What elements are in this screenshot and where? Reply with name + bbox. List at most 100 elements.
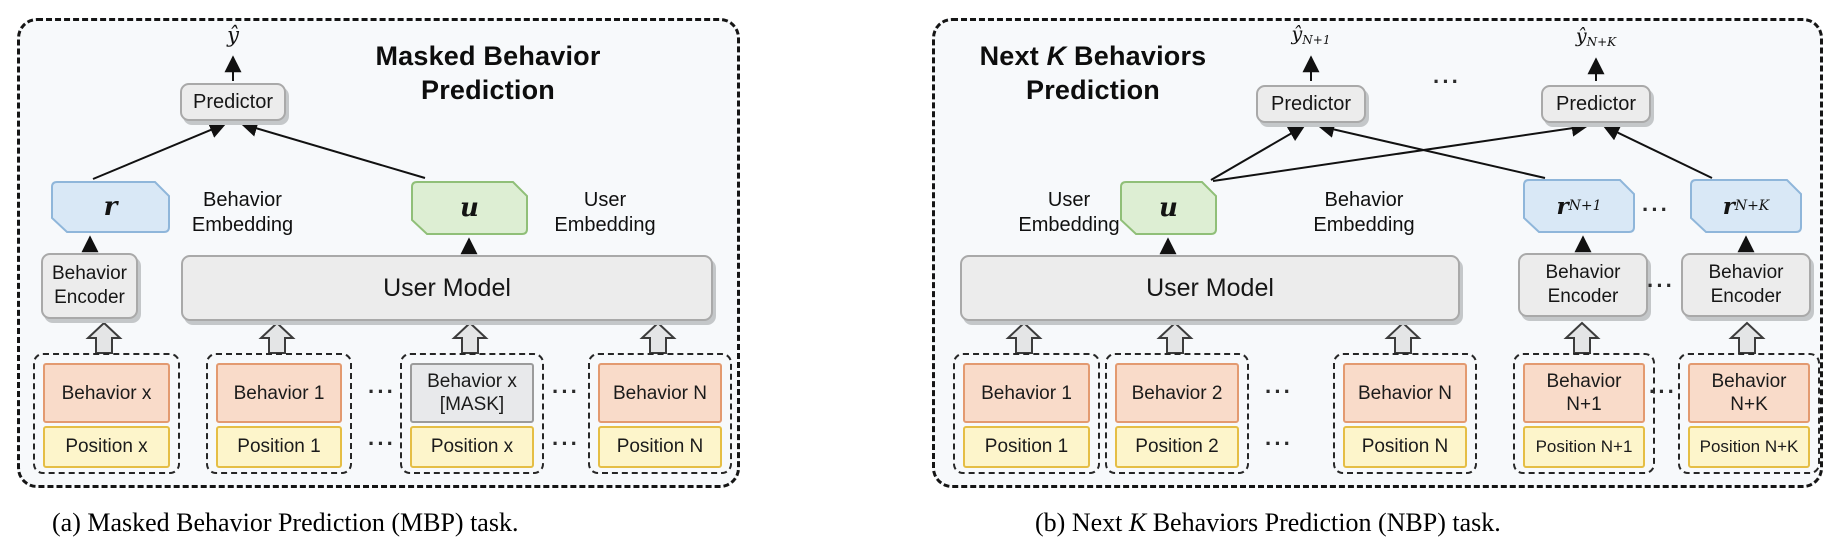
- nbp-title-post: Behaviors: [1066, 41, 1207, 71]
- behavior-box-line2: N+K: [1730, 394, 1768, 415]
- ellipsis: ···: [368, 431, 396, 456]
- mbp-input-group-1: Behavior 1 Position 1: [206, 353, 352, 474]
- nbp-title-line1: Next K Behaviors: [963, 39, 1223, 73]
- position-box: Position 1: [963, 426, 1090, 468]
- mbp-title-line2: Prediction: [420, 75, 556, 105]
- ellipsis: ···: [368, 379, 396, 404]
- block-arrow: [258, 321, 296, 354]
- behavior-box: Behavior 2: [1115, 363, 1239, 423]
- mbp-title: Masked Behavior Prediction: [358, 39, 618, 107]
- behavior-encoder-line1: Behavior: [52, 263, 127, 284]
- behavior-mask-line2: [MASK]: [439, 394, 505, 415]
- nbp-title-k: K: [1046, 41, 1067, 71]
- position-box-label: Position x: [65, 436, 148, 457]
- ellipsis: ···: [1265, 431, 1293, 456]
- ellipsis: ···: [1647, 273, 1675, 298]
- behavior-embedding-line2: Embedding: [191, 214, 294, 236]
- position-box: Position N: [1343, 426, 1467, 468]
- mbp-behavior-embedding-label: Behavior Embedding: [180, 188, 305, 238]
- mbp-r-symbol: r: [103, 192, 118, 222]
- behavior-embedding-line1: Behavior: [203, 189, 282, 211]
- r-tag-shape: [51, 181, 170, 233]
- behavior-mask-line1: Behavior x: [427, 371, 517, 392]
- position-box-label: Position N+1: [1535, 437, 1633, 456]
- mbp-input-group-x: Behavior x Position x: [33, 353, 180, 474]
- r2-sub: N+K: [1734, 198, 1770, 214]
- user-embedding-line2: Embedding: [1018, 214, 1120, 236]
- caption-nbp-pre: (b) Next: [1035, 508, 1129, 537]
- user-embedding-line1: User: [583, 189, 627, 211]
- behavior-embedding-line1: Behavior: [1324, 189, 1404, 211]
- nbp-yhat2-label: ŷN+K: [1556, 25, 1636, 49]
- mbp-user-embedding-label: User Embedding: [535, 188, 675, 238]
- mbp-r-embedding-tag: r: [51, 181, 170, 233]
- behavior-box: Behavior 1: [216, 363, 342, 423]
- position-box-label: Position N+K: [1699, 437, 1799, 456]
- position-box-label: Position 1: [984, 436, 1069, 457]
- r-tag-shape: [1523, 179, 1635, 233]
- nbp-predictor1-label: Predictor: [1270, 92, 1352, 115]
- block-arrow: [1156, 321, 1194, 354]
- behavior-box: Behavior x: [43, 363, 170, 423]
- r-tag-shape: [1690, 179, 1802, 233]
- nbp-input-group-1: Behavior 1 Position 1: [953, 353, 1100, 474]
- behavior-box: Behavior N: [598, 363, 722, 423]
- mbp-user-model-label: User Model: [383, 273, 511, 302]
- r1-base: r: [1556, 192, 1569, 220]
- position-box-label: Position N: [616, 436, 704, 457]
- edge-r2-to-predictor2: [1602, 124, 1713, 179]
- behavior-box-line1: Behavior: [1711, 371, 1787, 392]
- position-box: Position 2: [1115, 426, 1239, 468]
- mbp-yhat-label: ŷ: [227, 23, 239, 47]
- behavior-encoder-line1: Behavior: [1708, 262, 1784, 283]
- mbp-predictor-label: Predictor: [192, 90, 274, 113]
- position-box: Position N+K: [1688, 426, 1810, 468]
- behavior-embedding-line2: Embedding: [1313, 214, 1415, 236]
- mbp-input-group-n: Behavior N Position N: [588, 353, 732, 474]
- behavior-box-label: Behavior 1: [233, 382, 325, 404]
- position-box: Position 1: [216, 426, 342, 468]
- yhat2-sub: N+K: [1586, 35, 1617, 49]
- yhat2-base: ŷ: [1575, 25, 1587, 47]
- behavior-box-label: Behavior N: [613, 382, 707, 404]
- block-arrow: [1728, 321, 1766, 354]
- edge-r-to-predictor: [92, 122, 227, 180]
- behavior-box-label: Behavior 2: [1131, 382, 1223, 404]
- user-embedding-line1: User: [1047, 189, 1091, 211]
- panel-mbp: Masked Behavior Prediction ŷ Predictor r…: [17, 18, 740, 488]
- edge-u-to-predictor1: [1210, 125, 1306, 181]
- edge-r1-to-predictor1: [1317, 121, 1546, 179]
- position-box-label: Position x: [430, 436, 514, 457]
- behavior-encoder-line2: Encoder: [1547, 286, 1619, 307]
- nbp-user-embedding-label: User Embedding: [999, 188, 1139, 238]
- nbp-u-symbol: u: [1159, 193, 1178, 223]
- nbp-input-group-n: Behavior N Position N: [1333, 353, 1477, 474]
- behavior-box-label: Behavior N: [1358, 382, 1452, 404]
- position-box-label: Position 1: [237, 436, 321, 457]
- behavior-encoder-line2: Encoder: [1710, 286, 1782, 307]
- nbp-input-group-n1: Behavior N+1 Position N+1: [1513, 353, 1655, 474]
- user-embedding-line2: Embedding: [554, 214, 656, 236]
- nbp-behavior-encoder2-box: Behavior Encoder: [1681, 253, 1811, 317]
- mbp-title-line1: Masked Behavior: [375, 41, 601, 71]
- position-box: Position x: [410, 426, 534, 468]
- nbp-title-pre: Next: [979, 41, 1047, 71]
- position-box: Position x: [43, 426, 170, 468]
- caption-nbp-k: K: [1128, 508, 1147, 537]
- block-arrow: [451, 321, 489, 354]
- r1-sub: N+1: [1568, 198, 1602, 214]
- nbp-input-group-nk: Behavior N+K Position N+K: [1678, 353, 1820, 474]
- edge-u-to-predictor2: [1212, 119, 1589, 182]
- edge-u-to-predictor: [240, 120, 426, 179]
- behavior-box: Behavior N+1: [1523, 363, 1645, 423]
- mbp-user-model-box: User Model: [181, 255, 713, 321]
- nbp-title: Next K Behaviors Prediction: [963, 39, 1223, 107]
- nbp-user-model-label: User Model: [1146, 273, 1274, 302]
- mbp-u-embedding-tag: u: [411, 181, 528, 235]
- mbp-u-symbol: u: [460, 193, 479, 223]
- nbp-behavior-embedding-label: Behavior Embedding: [1294, 188, 1434, 238]
